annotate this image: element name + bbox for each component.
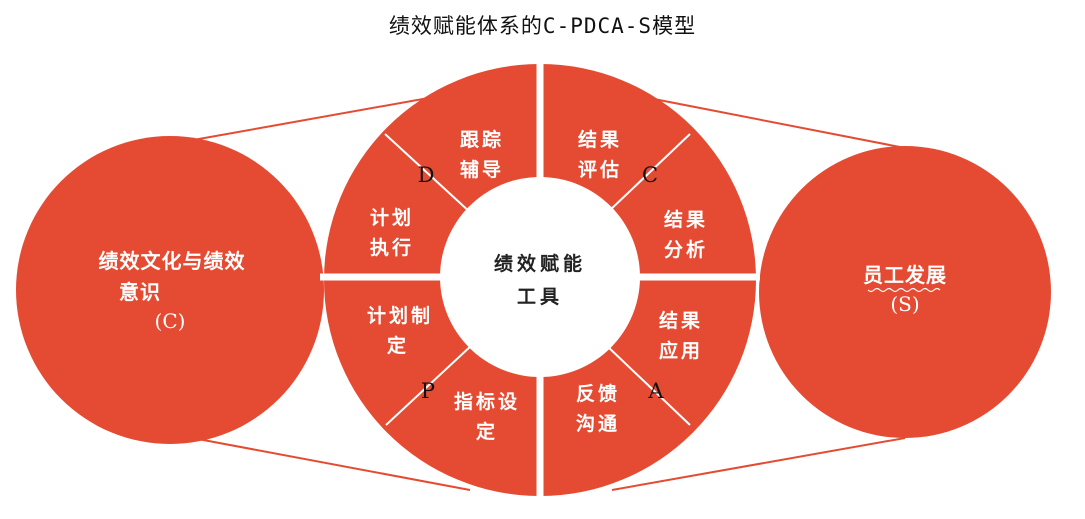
divider-diag-p bbox=[385, 344, 473, 426]
phase-letter-c: C bbox=[642, 163, 658, 187]
diagonal-dividers bbox=[384, 133, 691, 426]
phase-letter-a: A bbox=[647, 379, 664, 403]
segment-planning-line1: 计划制 bbox=[367, 304, 433, 327]
phase-letter-d: D bbox=[418, 163, 435, 187]
left-circle bbox=[16, 136, 324, 444]
segment-evaluation-line2: 评估 bbox=[578, 158, 622, 181]
connector-left-bottom bbox=[181, 435, 471, 491]
connector-right-bottom bbox=[611, 437, 906, 491]
left-circle-line1: 绩效文化与绩效 bbox=[99, 249, 246, 273]
segment-tracking-line1: 跟踪 bbox=[460, 128, 504, 151]
center-circle bbox=[440, 177, 640, 377]
divider-diag-d bbox=[384, 133, 473, 215]
center-line1: 绩效赋能 bbox=[494, 252, 586, 275]
underline-squiggle bbox=[867, 287, 941, 293]
segment-execution-line2: 执行 bbox=[370, 236, 414, 259]
segment-tracking-line2: 辅导 bbox=[460, 158, 504, 181]
segment-execution-line1: 计划 bbox=[370, 206, 414, 229]
segment-feedback-line2: 沟通 bbox=[576, 412, 620, 435]
segment-evaluation-line1: 结果 bbox=[578, 128, 622, 151]
divider-diag-c bbox=[607, 133, 691, 213]
right-circle-code: (S) bbox=[890, 292, 919, 316]
connector-right-top bbox=[617, 91, 906, 149]
phase-letter-p: P bbox=[421, 379, 435, 403]
segment-analysis-line2: 分析 bbox=[664, 238, 708, 261]
segment-application-line1: 结果 bbox=[659, 309, 703, 332]
segment-indicator-line2: 定 bbox=[476, 420, 498, 443]
left-circle-line2: 意识 bbox=[119, 280, 161, 304]
phase-letters: D C A P bbox=[418, 163, 665, 403]
segment-application-line2: 应用 bbox=[659, 339, 703, 362]
diagram-title: 绩效赋能体系的C-PDCA-S模型 bbox=[388, 14, 697, 38]
segment-labels: 跟踪 辅导 结果 评估 结果 分析 结果 应用 反馈 沟通 指标设 定 计划制 … bbox=[367, 128, 708, 443]
left-circle-code: (C) bbox=[155, 309, 186, 333]
right-circle-line1: 员工发展 bbox=[863, 263, 947, 287]
connector-left-top bbox=[181, 91, 463, 143]
segment-planning-line2: 定 bbox=[387, 334, 409, 357]
center-line2: 工具 bbox=[517, 286, 563, 308]
segment-indicator-line1: 指标设 bbox=[454, 391, 520, 413]
right-circle bbox=[759, 146, 1051, 438]
segment-feedback-line1: 反馈 bbox=[576, 382, 620, 405]
divider-diag-a bbox=[605, 344, 691, 426]
segment-analysis-line1: 结果 bbox=[664, 208, 708, 231]
connector-lines bbox=[181, 91, 906, 491]
